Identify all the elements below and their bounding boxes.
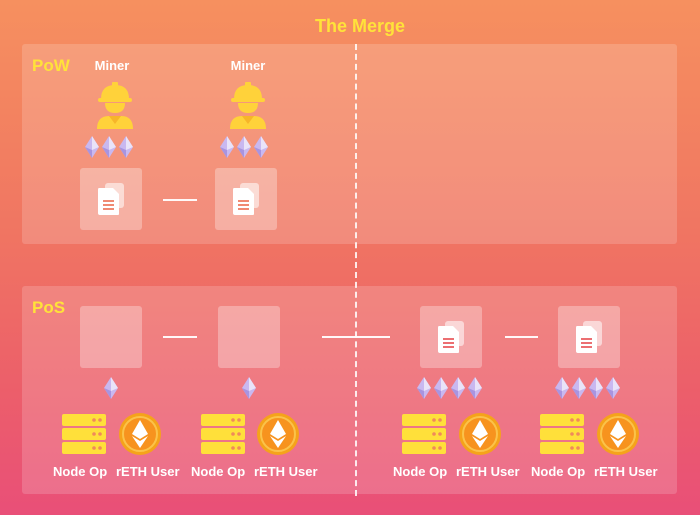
pos-block [558, 306, 620, 368]
pos-label: PoS [32, 298, 66, 317]
server-icon [540, 414, 584, 459]
eth-gem-icon [220, 136, 234, 158]
server-icon [402, 414, 446, 459]
stake-gems [555, 377, 620, 399]
eth-coin-icon [596, 412, 640, 461]
eth-gem-icon [237, 136, 251, 158]
document-icon [576, 321, 602, 353]
eth-gem-icon [242, 377, 256, 399]
pow-block [80, 168, 142, 230]
pow-block [215, 168, 277, 230]
eth-coin-icon [256, 412, 300, 461]
node-op-label: Node Op [53, 464, 108, 479]
eth-gem-icon [102, 136, 116, 158]
eth-gem-icon [589, 377, 603, 399]
eth-gem-icon [434, 377, 448, 399]
pos-empty-block [218, 306, 280, 368]
node-op-label: Node Op [191, 464, 246, 479]
eth-coin-icon [458, 412, 502, 461]
eth-coin-icon [118, 412, 162, 461]
node-op-label: Node Op [531, 464, 586, 479]
eth-gem-icon [606, 377, 620, 399]
pow-label: PoW [32, 56, 70, 75]
node-op-label: Node Op [393, 464, 448, 479]
pos-empty-block [80, 306, 142, 368]
merge-divider [355, 44, 357, 496]
chain-link [163, 336, 197, 338]
server-icon [201, 414, 245, 459]
stake-gems [417, 377, 482, 399]
reth-user-label: rETH User [594, 464, 658, 479]
eth-gem-icon [468, 377, 482, 399]
pow-panel [22, 44, 677, 244]
eth-gem-icon [254, 136, 268, 158]
eth-gem-icon [555, 377, 569, 399]
document-icon [98, 183, 124, 215]
pos-block [420, 306, 482, 368]
pos-panel [22, 286, 677, 494]
eth-gem-icon [417, 377, 431, 399]
eth-gem-icon [119, 136, 133, 158]
stake-gems [104, 377, 118, 399]
eth-gem-icon [104, 377, 118, 399]
merge-chain-link [322, 336, 390, 338]
server-icon [62, 414, 106, 459]
reth-user-label: rETH User [254, 464, 318, 479]
eth-gem-icon [85, 136, 99, 158]
stake-gems [242, 377, 256, 399]
document-icon [233, 183, 259, 215]
stake-gems [85, 136, 133, 158]
miner-label: Miner [94, 58, 130, 73]
reth-user-label: rETH User [456, 464, 520, 479]
reth-user-label: rETH User [116, 464, 180, 479]
stake-gems [220, 136, 268, 158]
chain-link [505, 336, 538, 338]
diagram-title: The Merge [314, 16, 406, 36]
miner-icon [228, 79, 268, 134]
miner-icon [95, 79, 135, 134]
chain-link [163, 199, 197, 201]
eth-gem-icon [451, 377, 465, 399]
miner-label: Miner [230, 58, 266, 73]
document-icon [438, 321, 464, 353]
eth-gem-icon [572, 377, 586, 399]
